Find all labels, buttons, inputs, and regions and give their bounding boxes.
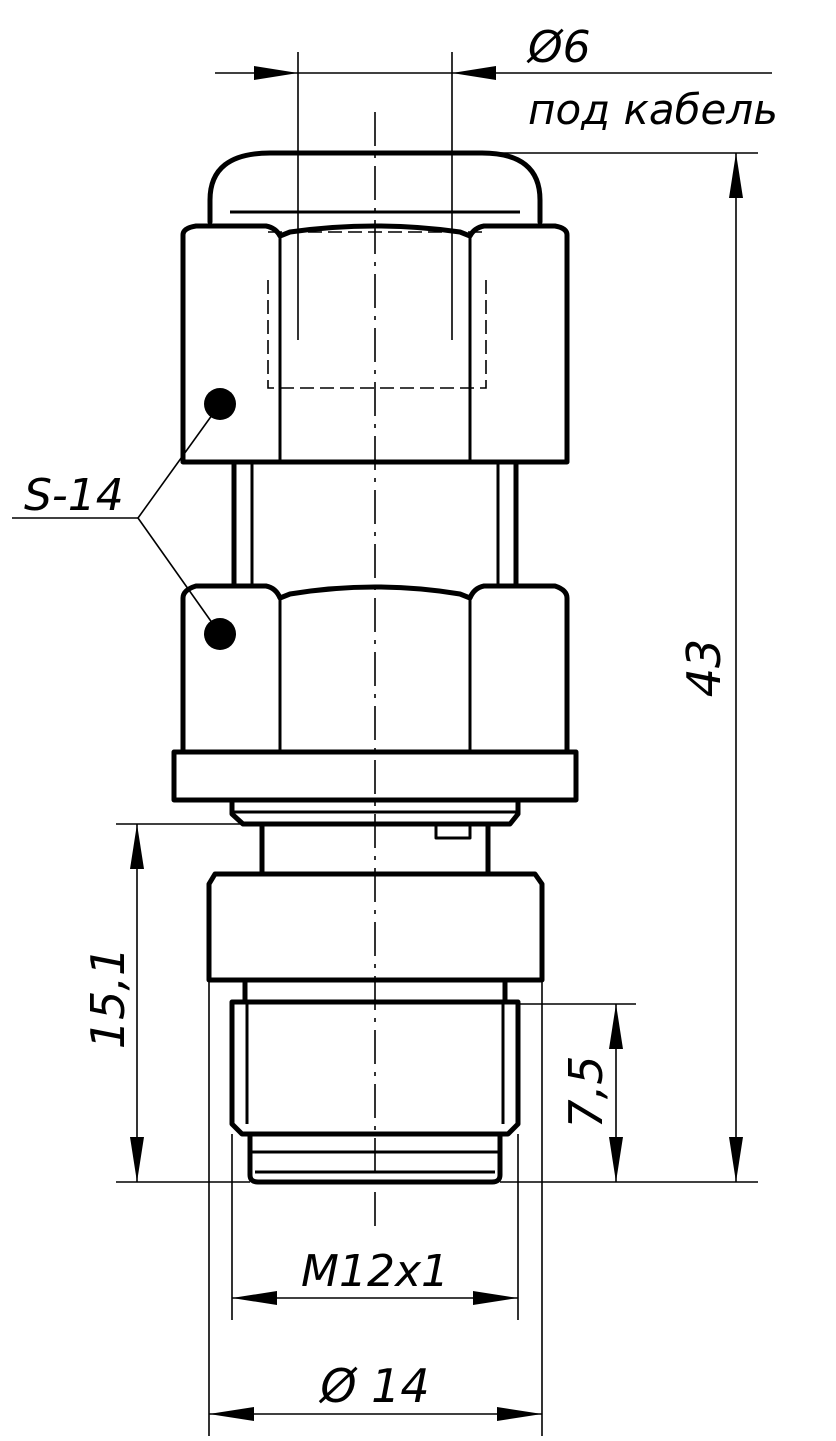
cable-diameter-label: Ø6 bbox=[526, 22, 591, 73]
wrench-size-callout: S-14 bbox=[12, 403, 221, 635]
thread-length-dimension: 15,1 bbox=[81, 823, 250, 1183]
thread-size-label: M12x1 bbox=[301, 1246, 449, 1297]
upper-hex-hidden-bore bbox=[267, 280, 487, 389]
body-diameter-label: Ø 14 bbox=[318, 1359, 429, 1413]
overall-length-dimension: 43 bbox=[490, 152, 758, 1183]
locking-tab bbox=[434, 822, 472, 840]
cable-diameter-dimension: Ø6 под кабель bbox=[215, 22, 778, 340]
engagement-length-label: 7,5 bbox=[559, 1055, 613, 1128]
overall-length-label: 43 bbox=[677, 639, 731, 698]
wrench-size-label: S-14 bbox=[24, 470, 124, 521]
body-diameter-dimension: Ø 14 bbox=[208, 980, 543, 1436]
cable-gland-outline bbox=[171, 150, 579, 1185]
engagement-length-dimension: 7,5 bbox=[518, 1003, 636, 1182]
cable-note-label: под кабель bbox=[528, 85, 778, 134]
thread-body bbox=[229, 999, 521, 1137]
upper-hex-nut bbox=[180, 223, 570, 465]
lower-hex-nut bbox=[180, 583, 570, 755]
thread-size-dimension: M12x1 bbox=[231, 1134, 519, 1320]
dome-cap bbox=[207, 150, 543, 225]
thread-length-label: 15,1 bbox=[81, 947, 135, 1049]
